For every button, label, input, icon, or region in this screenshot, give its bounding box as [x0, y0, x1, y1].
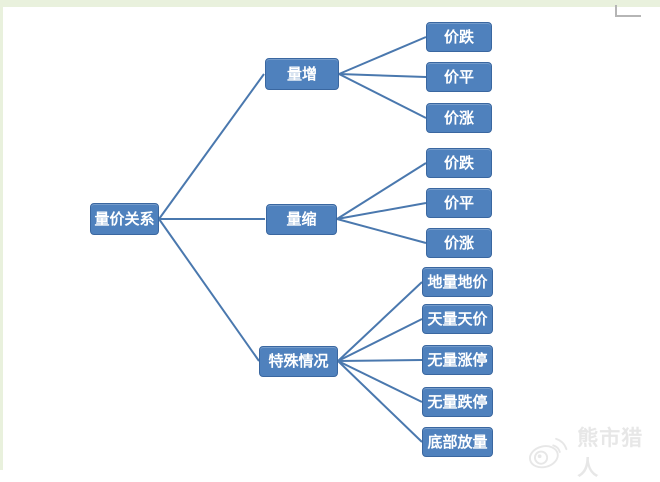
table-corner-mark [615, 5, 617, 17]
leaf-node[interactable]: 底部放量 [422, 427, 493, 457]
branch-node-volume-up[interactable]: 量增 [265, 58, 339, 90]
weibo-logo-icon [529, 437, 568, 469]
leaf-node[interactable]: 地量地价 [422, 267, 493, 297]
watermark: 熊市猎人 [526, 422, 660, 482]
leaf-node[interactable]: 天量天价 [422, 304, 493, 334]
leaf-node[interactable]: 价平 [426, 188, 492, 218]
branch-node-special-cases[interactable]: 特殊情况 [259, 346, 338, 377]
leaf-node[interactable]: 价涨 [426, 228, 492, 258]
table-corner-mark [615, 15, 641, 17]
leaf-node[interactable]: 无量跌停 [422, 387, 493, 417]
leaf-node[interactable]: 价平 [426, 62, 492, 92]
connector-lines [158, 36, 427, 443]
leaf-node[interactable]: 无量涨停 [422, 345, 493, 375]
leaf-node[interactable]: 价跌 [426, 148, 492, 178]
node-root[interactable]: 量价关系 [90, 203, 159, 235]
leaf-node[interactable]: 价涨 [426, 103, 492, 133]
leaf-node[interactable]: 价跌 [426, 22, 492, 52]
watermark-text: 熊市猎人 [577, 426, 644, 480]
page-top-border [0, 0, 660, 7]
branch-node-volume-down[interactable]: 量缩 [266, 204, 337, 235]
page-left-border [0, 0, 3, 470]
